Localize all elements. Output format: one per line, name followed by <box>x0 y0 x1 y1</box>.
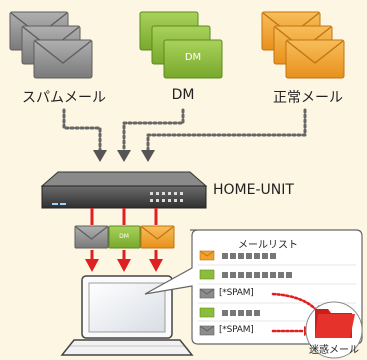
dotted-connectors <box>62 108 307 152</box>
mail-list-title: メールリスト <box>238 240 298 251</box>
dm-card-stack-icon <box>139 11 223 79</box>
dm-mini-card-text: DM <box>119 233 129 240</box>
passing-spam-envelope-icon <box>74 225 109 249</box>
normal-envelope-stack-icon <box>261 11 345 79</box>
normal-source-label: 正常メール <box>273 90 343 106</box>
list-row-2 <box>199 269 292 280</box>
junk-folder-label: 迷惑メール <box>309 345 359 356</box>
dm-card-text: DM <box>184 52 202 63</box>
spam-source-label: スパムメール <box>22 90 106 106</box>
passing-normal-envelope-icon <box>140 225 175 249</box>
mail-list-panel <box>144 229 363 345</box>
list-row-1 <box>199 250 276 261</box>
home-unit-device-icon <box>40 171 208 209</box>
list-row-3 <box>199 288 215 299</box>
red-stems-upper <box>90 208 158 225</box>
down-arrowheads-gray <box>93 150 155 162</box>
home-unit-label: HOME-UNIT <box>213 182 294 198</box>
junk-folder-icon <box>305 301 363 359</box>
spam-envelope-stack-icon <box>9 11 93 79</box>
spam-tag-row-5: [*SPAM] <box>219 325 254 335</box>
passing-dm-card-icon <box>108 225 141 249</box>
spam-tag-row-3: [*SPAM] <box>219 288 254 298</box>
mail-list-rows <box>198 250 356 336</box>
red-arrows-down <box>85 250 163 272</box>
list-row-4 <box>199 307 260 318</box>
list-row-5 <box>199 325 215 336</box>
dm-source-label: DM <box>171 87 195 103</box>
